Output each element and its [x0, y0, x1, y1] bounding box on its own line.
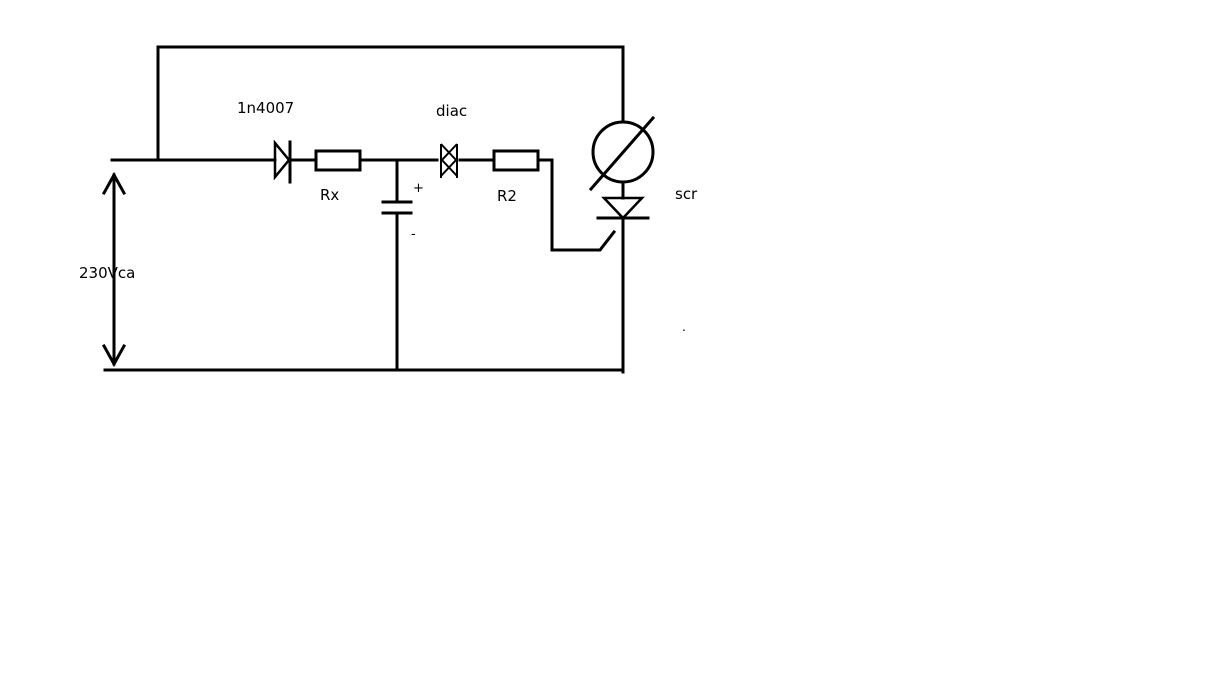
voltage-arrow [101, 171, 127, 368]
wires [103, 45, 625, 374]
capacitor [381, 200, 413, 215]
label-dot: . [682, 320, 686, 334]
diode-triangle [273, 139, 291, 181]
label-scr: scr [675, 185, 698, 203]
label-diode: 1n4007 [237, 99, 294, 117]
resistor-r2 [492, 149, 540, 172]
label-cap-minus: - [411, 227, 416, 242]
diac-symbol [440, 143, 458, 178]
label-cap-plus: + [413, 181, 424, 196]
wire-r2-to-gate [536, 158, 617, 252]
label-rx: Rx [320, 186, 339, 204]
resistor-rx [314, 149, 362, 172]
diode-1n4007 [273, 139, 292, 184]
label-voltage: 230Vca [79, 264, 135, 282]
scr-symbol [596, 196, 650, 220]
label-r2: R2 [497, 187, 517, 205]
wire-top-loop [156, 45, 625, 162]
label-diac: diac [436, 102, 467, 120]
lamp-symbol [588, 115, 656, 192]
